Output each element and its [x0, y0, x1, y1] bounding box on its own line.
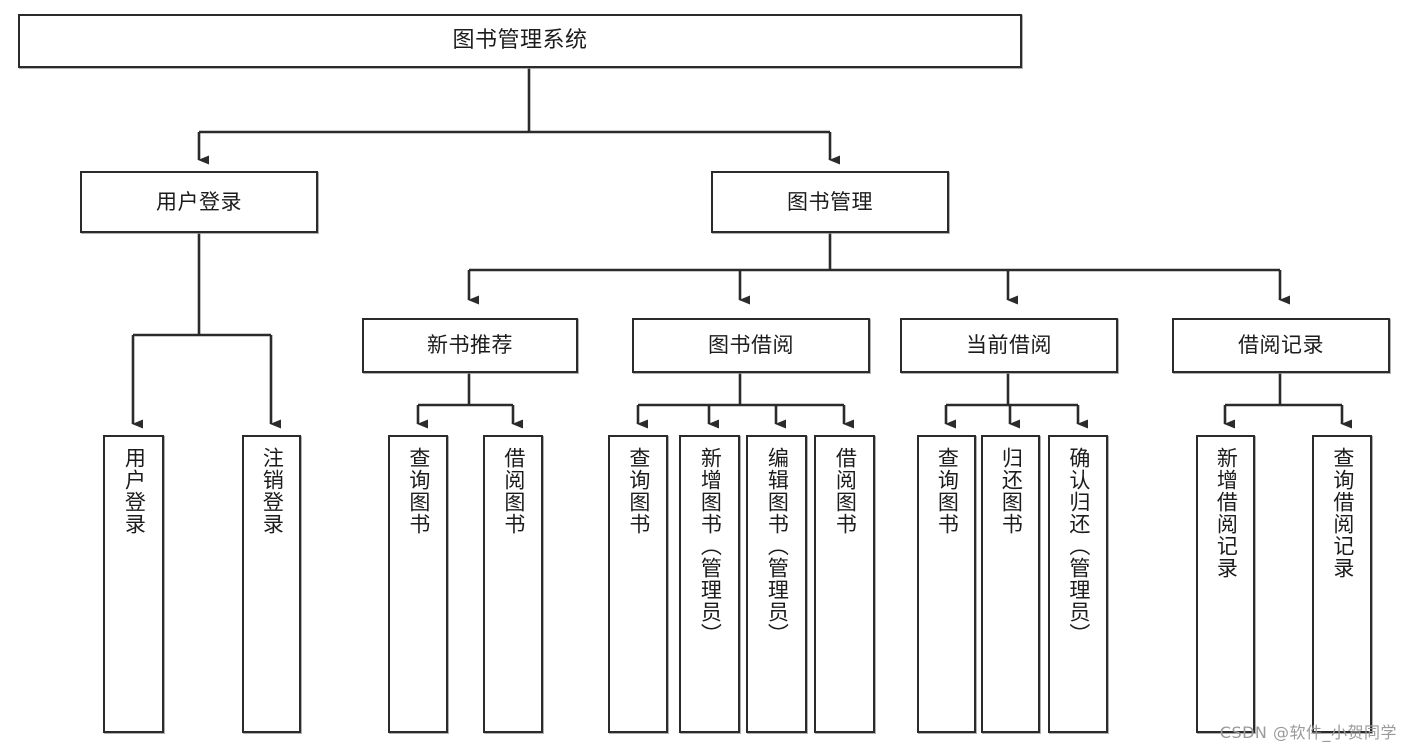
- leaf-borrow-borrow-book[interactable]: 借阅图书: [814, 435, 875, 733]
- csdn-watermark: CSDN @软件_小贺同学: [1219, 723, 1397, 742]
- node-label: 当前借阅: [966, 333, 1052, 358]
- leaf-borrow-edit-book[interactable]: 编辑图书（管理员）: [746, 435, 807, 733]
- leaf-user-login-logout[interactable]: 注销登录: [242, 435, 301, 733]
- node-label: 新增借阅记录: [1214, 447, 1239, 579]
- node-new-book-recommend[interactable]: 新书推荐: [362, 318, 578, 373]
- node-label: 用户登录: [122, 447, 147, 535]
- node-root-system[interactable]: 图书管理系统: [18, 14, 1022, 68]
- node-label: 借阅记录: [1238, 333, 1324, 358]
- leaf-current-return-book[interactable]: 归还图书: [981, 435, 1040, 733]
- node-label: 确认归还（管理员）: [1066, 447, 1091, 645]
- node-label: 图书管理: [787, 189, 873, 214]
- leaf-current-query-book[interactable]: 查询图书: [917, 435, 976, 733]
- leaf-record-query[interactable]: 查询借阅记录: [1312, 435, 1372, 733]
- leaf-user-login-login[interactable]: 用户登录: [103, 435, 164, 733]
- node-label: 归还图书: [999, 447, 1024, 535]
- node-label: 新书推荐: [427, 333, 513, 358]
- node-label: 借阅图书: [501, 447, 526, 535]
- node-label: 图书借阅: [708, 333, 794, 358]
- leaf-borrow-query-book[interactable]: 查询图书: [608, 435, 668, 733]
- node-label: 查询图书: [406, 447, 431, 535]
- leaf-new-book-query[interactable]: 查询图书: [388, 435, 448, 733]
- node-label: 新增图书（管理员）: [698, 447, 723, 645]
- leaf-new-book-borrow[interactable]: 借阅图书: [483, 435, 543, 733]
- node-book-borrow[interactable]: 图书借阅: [632, 318, 870, 373]
- node-borrow-record[interactable]: 借阅记录: [1172, 318, 1390, 373]
- leaf-borrow-add-book[interactable]: 新增图书（管理员）: [679, 435, 740, 733]
- leaf-record-add[interactable]: 新增借阅记录: [1196, 435, 1255, 733]
- leaf-current-confirm-return[interactable]: 确认归还（管理员）: [1048, 435, 1108, 733]
- node-label: 查询借阅记录: [1330, 447, 1355, 579]
- node-label: 注销登录: [260, 447, 285, 535]
- node-label: 编辑图书（管理员）: [765, 447, 790, 645]
- node-label: 查询图书: [626, 447, 651, 535]
- node-label: 图书管理系统: [452, 28, 588, 54]
- node-current-borrow[interactable]: 当前借阅: [900, 318, 1118, 373]
- node-book-management[interactable]: 图书管理: [711, 171, 949, 233]
- node-label: 查询图书: [935, 447, 960, 535]
- node-label: 用户登录: [156, 189, 242, 214]
- node-user-login[interactable]: 用户登录: [80, 171, 318, 233]
- node-label: 借阅图书: [833, 447, 858, 535]
